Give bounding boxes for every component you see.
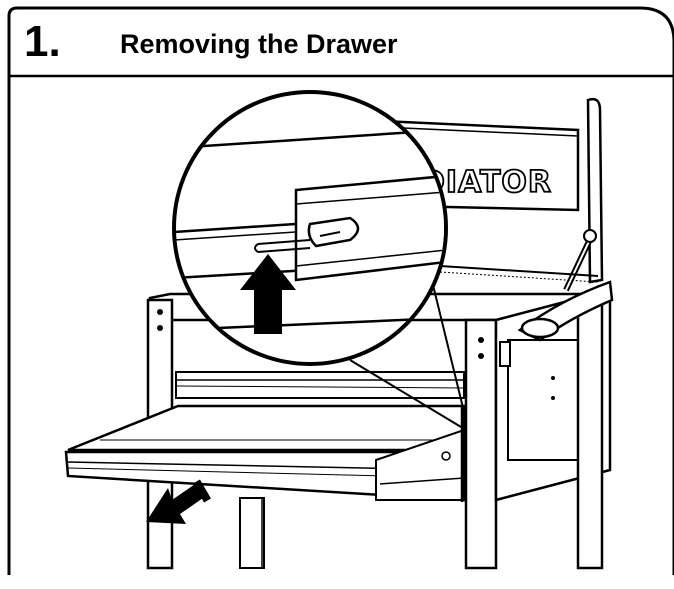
step-title: Removing the Drawer (120, 29, 398, 59)
magnified-detail (172, 90, 467, 431)
pull-direction-arrow-icon (146, 479, 211, 524)
lift-lever-arrow-icon (240, 254, 296, 334)
step-number: 1. (24, 17, 61, 66)
panel-frame (7, 6, 674, 575)
pulled-drawer (64, 404, 466, 502)
